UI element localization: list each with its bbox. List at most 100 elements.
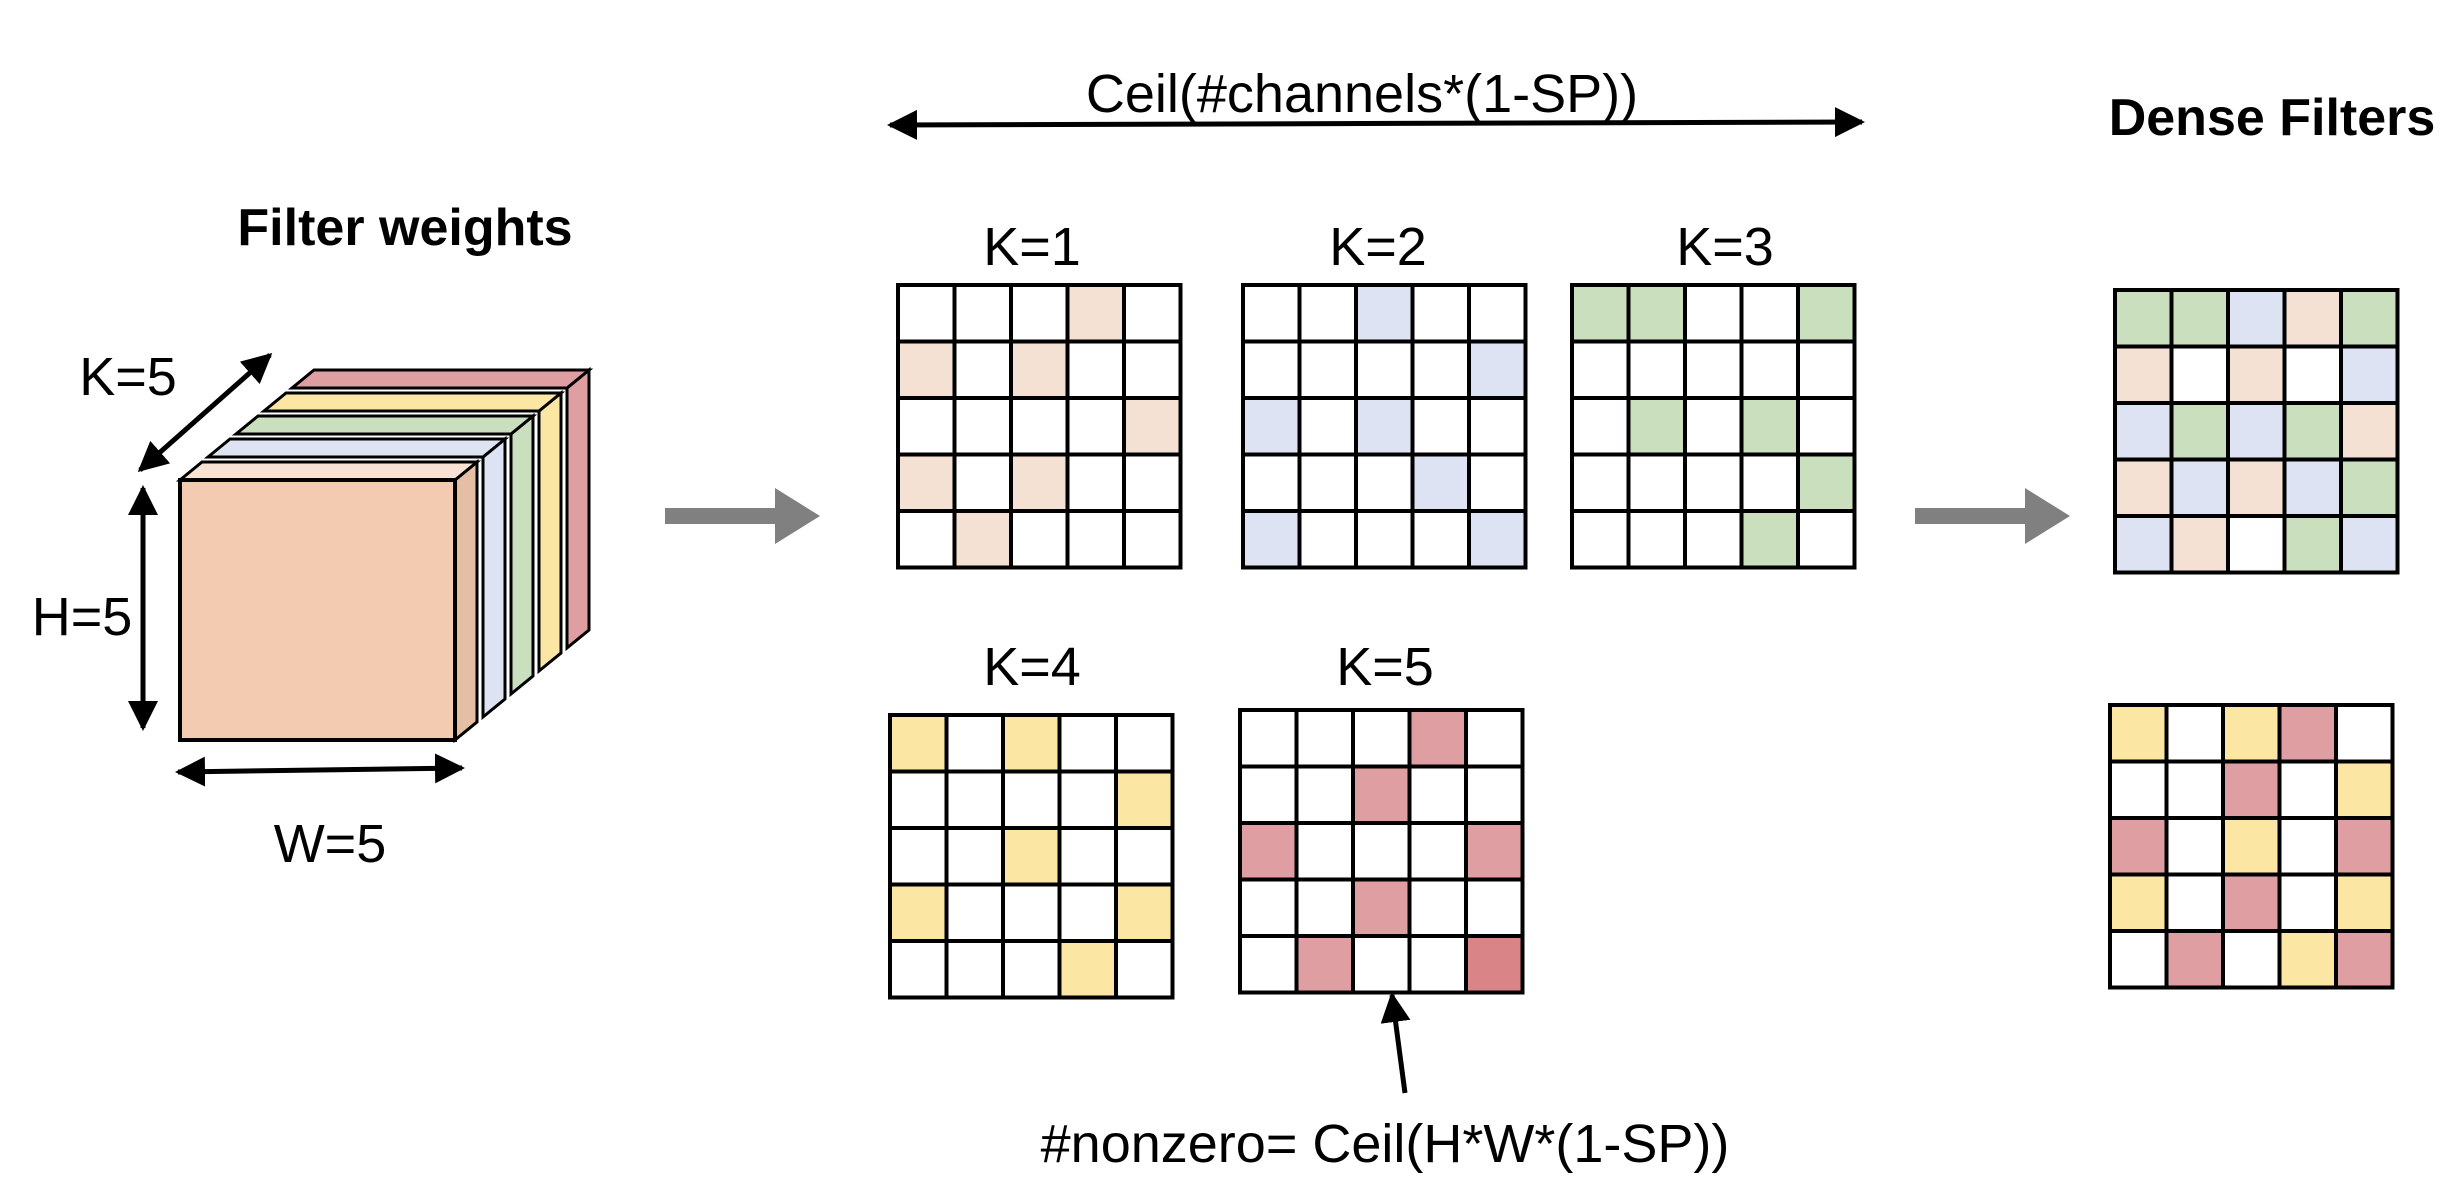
grid-cell [2282, 344, 2343, 405]
grid-cell [1351, 934, 1412, 995]
sparse-grid-k2 [1241, 283, 1528, 570]
k-dimension-arrow [137, 353, 273, 472]
grid-cell [1410, 339, 1471, 400]
grid-cell [1570, 452, 1631, 513]
grid-cell [1351, 708, 1412, 769]
grid-label-k3: K=3 [1676, 217, 1774, 277]
grid-cell [2277, 816, 2338, 877]
cube-layer-top [259, 391, 566, 413]
grid-cell [1114, 939, 1175, 1000]
grid-cell [896, 509, 957, 570]
grid-cell [1410, 396, 1471, 457]
grid-cell [896, 452, 957, 513]
grid-cell [2277, 872, 2338, 933]
grid-cell [1354, 509, 1415, 570]
cube-layer-top [287, 368, 594, 390]
grid-cell [1122, 339, 1183, 400]
grid-cell [1297, 339, 1358, 400]
grid-cell [2334, 816, 2395, 877]
grid-cell [1464, 877, 1525, 938]
grid-cell [1467, 283, 1528, 344]
grid-cell [1122, 396, 1183, 457]
grid-cell [1570, 339, 1631, 400]
grid-cell [2169, 344, 2230, 405]
dense-grid-2 [2108, 703, 2395, 990]
channels-formula-label: Ceil(#channels*(1-SP)) [1086, 64, 1638, 124]
grid-cell [1739, 283, 1800, 344]
dense-filters-title: Dense Filters [2109, 89, 2436, 147]
grid-cell [1241, 283, 1302, 344]
grid-cell [896, 283, 957, 344]
grid-cell [1009, 283, 1070, 344]
grid-cell [2277, 929, 2338, 990]
grid-cell [2226, 344, 2287, 405]
grid-cell [2221, 929, 2282, 990]
flow-arrow-right [1915, 488, 2070, 544]
grid-cell [1238, 877, 1299, 938]
sparse-grid-k5 [1238, 708, 1525, 995]
grid-cell [1009, 339, 1070, 400]
grid-cell [1297, 509, 1358, 570]
grid-cell [1570, 396, 1631, 457]
grid-cell [2164, 759, 2225, 820]
grid-cell [2108, 703, 2169, 764]
grid-cell [2169, 288, 2230, 349]
cube-layer-side [481, 435, 507, 721]
grid-cell [1114, 826, 1175, 887]
cube-layer-top [203, 437, 510, 459]
cube-layer-top [231, 414, 538, 436]
grid-cell [2282, 514, 2343, 575]
grid-cell [1001, 713, 1062, 774]
grid-cell [1001, 939, 1062, 1000]
grid-cell [1570, 283, 1631, 344]
grid-cell [944, 939, 1005, 1000]
grid-cell [944, 769, 1005, 830]
grid-cell [1683, 452, 1744, 513]
grid-cell [1467, 396, 1528, 457]
grid-cell [2339, 457, 2400, 518]
grid-cell [1294, 764, 1355, 825]
grid-cell [2226, 288, 2287, 349]
grid-cell [2108, 759, 2169, 820]
grid-cell [1354, 283, 1415, 344]
grid-cell [1796, 509, 1857, 570]
grid-cell [2108, 816, 2169, 877]
sparse-grid-k1 [896, 283, 1183, 570]
grid-cell [1467, 339, 1528, 400]
grid-cell [1626, 452, 1687, 513]
grid-cell [2339, 288, 2400, 349]
grid-cell [1796, 452, 1857, 513]
cube-layer-side [509, 412, 535, 698]
grid-cell [1683, 396, 1744, 457]
grid-cell [1467, 509, 1528, 570]
grid-cell [944, 713, 1005, 774]
grid-cell [2169, 514, 2230, 575]
grid-cell [1238, 821, 1299, 882]
grid-cell [1065, 396, 1126, 457]
grid-cell [952, 396, 1013, 457]
sparse-grid-k4 [888, 713, 1175, 1000]
grid-cell [952, 509, 1013, 570]
grid-cell [1294, 708, 1355, 769]
grid-cell [1009, 452, 1070, 513]
grid-cell [1796, 283, 1857, 344]
dense-grid-1 [2113, 288, 2400, 575]
grid-cell [1739, 509, 1800, 570]
channels-span-arrow [887, 107, 1865, 140]
grid-label-k2: K=2 [1329, 217, 1427, 277]
grid-cell [2108, 929, 2169, 990]
grid-cell [1001, 882, 1062, 943]
nonzero-formula-label: #nonzero= Ceil(H*W*(1-SP)) [1041, 1114, 1730, 1174]
grid-cell [2339, 514, 2400, 575]
grid-cell [1122, 452, 1183, 513]
grid-cell [1796, 339, 1857, 400]
grid-cell [2282, 401, 2343, 462]
grid-cell [2169, 457, 2230, 518]
grid-cell [1001, 769, 1062, 830]
grid-cell [1739, 396, 1800, 457]
grid-cell [1407, 821, 1468, 882]
grid-cell [1351, 877, 1412, 938]
grid-cell [1241, 452, 1302, 513]
k-dimension-label: K=5 [79, 347, 177, 407]
grid-cell [1570, 509, 1631, 570]
